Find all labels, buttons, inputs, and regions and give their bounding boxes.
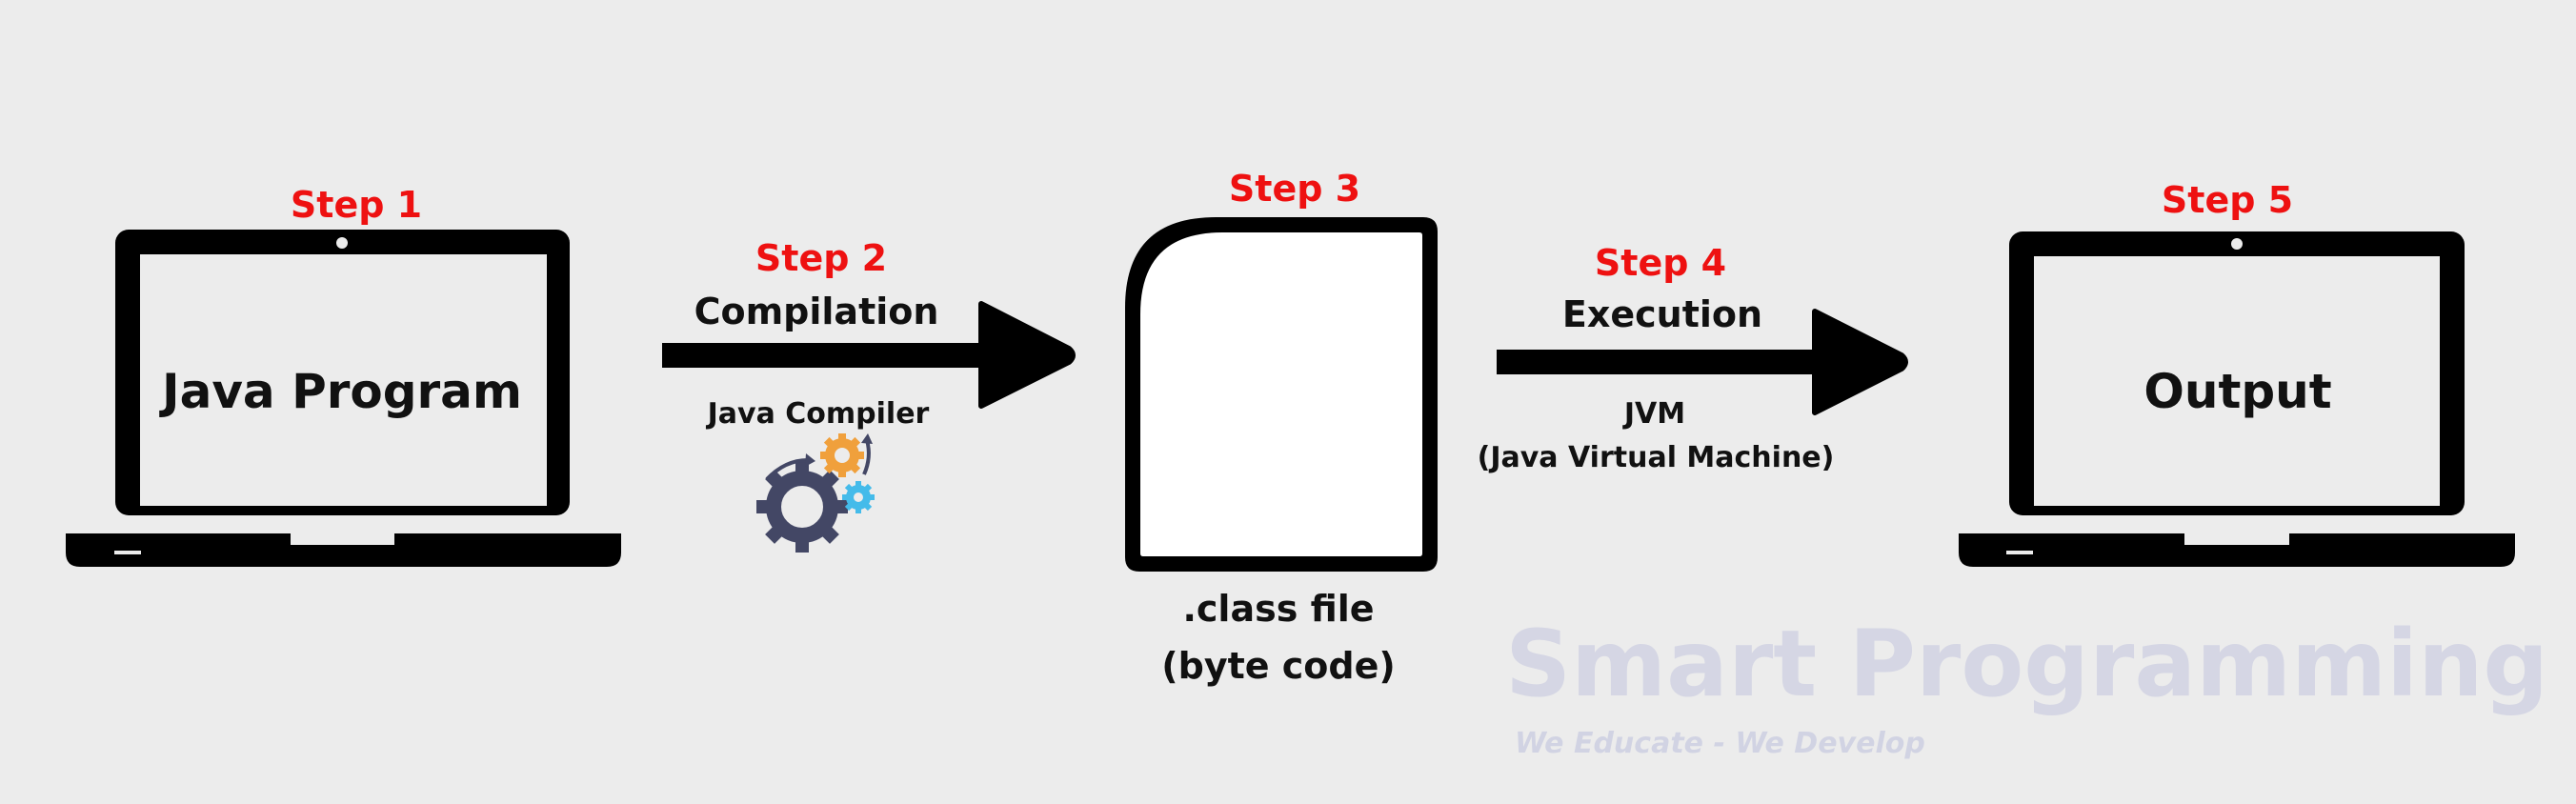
laptop-icon [66,230,621,567]
step-1-label: Step 1 [291,184,422,226]
java-compiler-label: Java Compiler [706,397,930,431]
jvm-label: JVM [1622,397,1685,431]
arrow-right-icon [662,301,1076,409]
watermark: Smart Programming We Educate - We Develo… [1505,611,2548,760]
output-label: Output [2143,364,2331,419]
gears-icon [756,433,875,553]
java-program-label: Java Program [159,364,522,419]
step-3-label: Step 3 [1229,168,1360,210]
file-icon [1125,217,1438,572]
java-virtual-machine-label: (Java Virtual Machine) [1478,441,1835,474]
watermark-tagline: We Educate - We Develop [1515,727,1925,760]
compilation-label: Compilation [694,291,939,332]
step-4-label: Step 4 [1595,242,1726,284]
class-file-label: .class file [1182,588,1374,630]
arrow-right-icon [1497,309,1908,415]
step-2-label: Step 2 [755,237,887,279]
execution-label: Execution [1562,293,1762,335]
byte-code-label: (byte code) [1161,645,1395,687]
laptop-icon [1959,231,2515,567]
watermark-title: Smart Programming [1505,611,2548,717]
step-5-label: Step 5 [2162,179,2293,221]
